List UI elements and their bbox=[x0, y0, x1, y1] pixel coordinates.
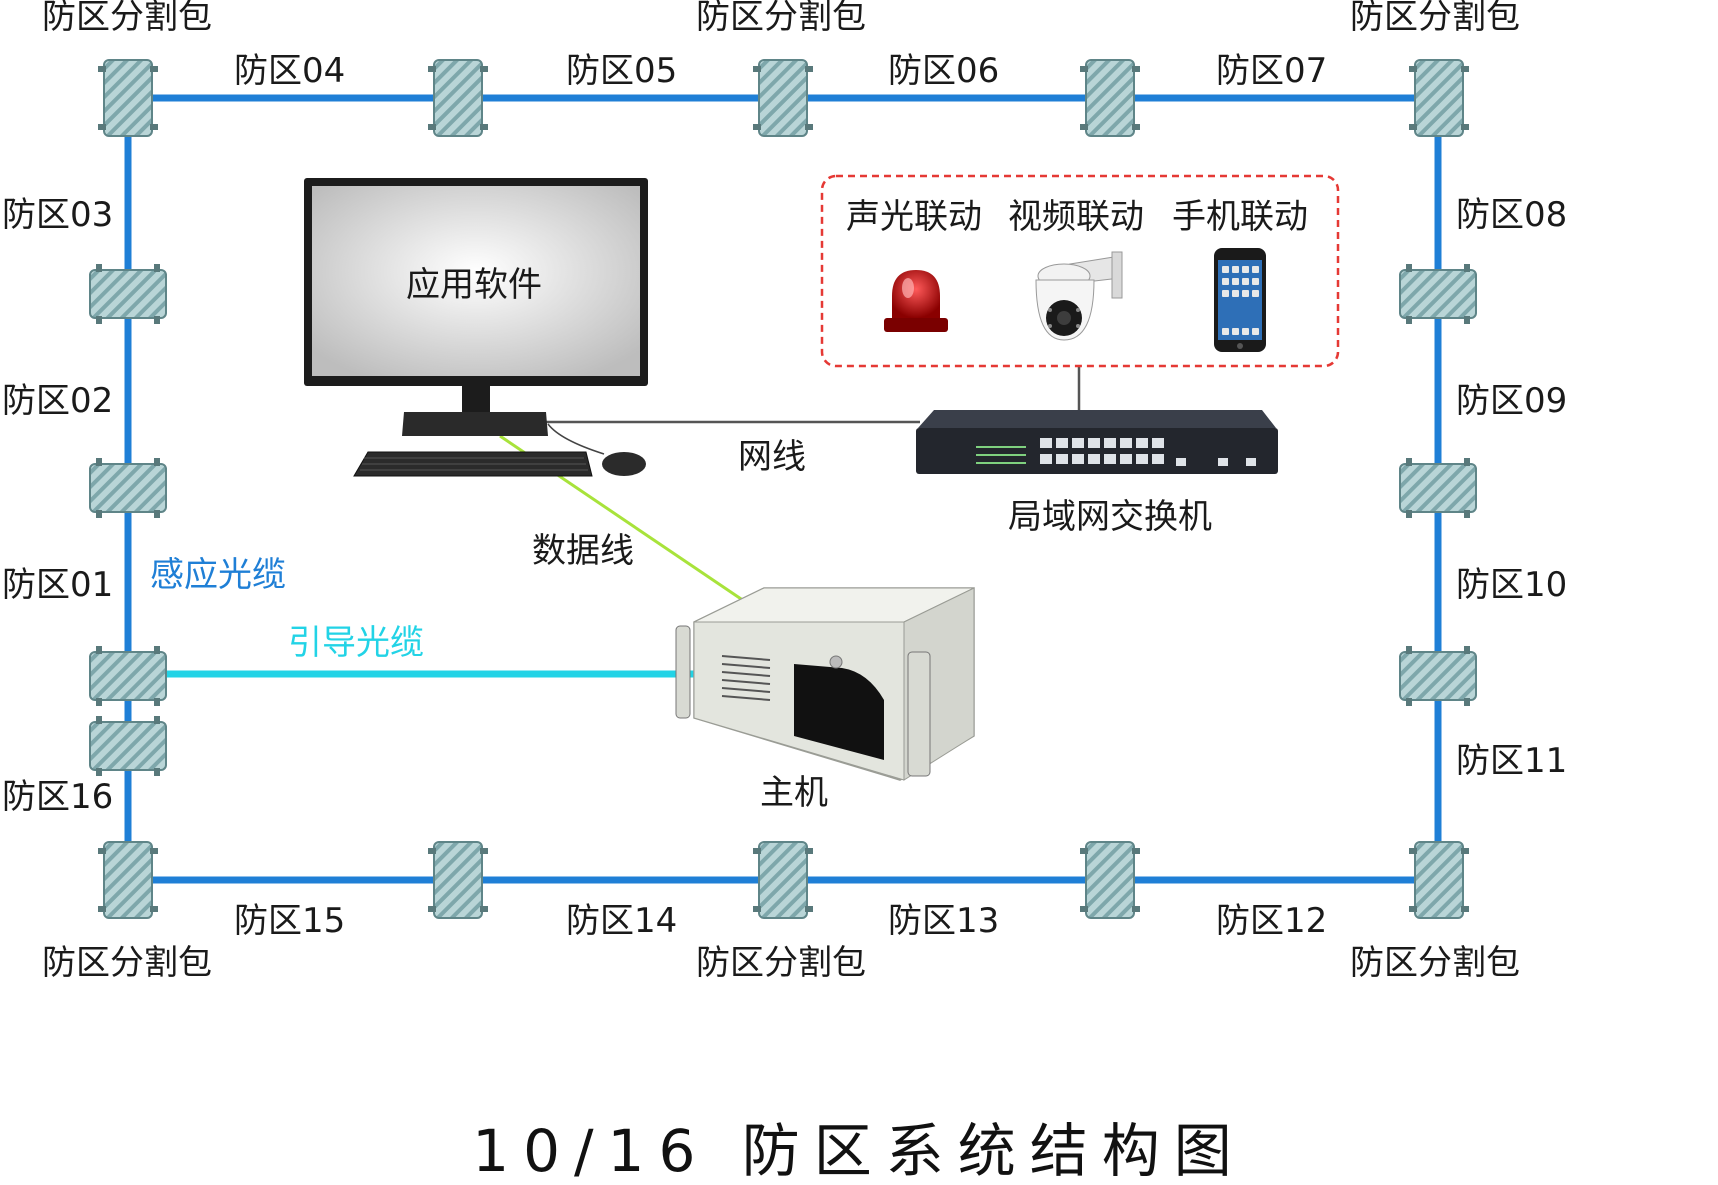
sensor-box bbox=[428, 841, 488, 919]
zone-label-03: 防区03 bbox=[2, 195, 114, 235]
monitor bbox=[304, 178, 648, 436]
splitter-label-top-left: 防区分割包 bbox=[42, 0, 212, 37]
splitter-label-top-center: 防区分割包 bbox=[696, 0, 866, 37]
zone-label-12: 防区12 bbox=[1216, 901, 1328, 941]
sensor-box bbox=[89, 264, 167, 324]
dome-camera-icon bbox=[1035, 251, 1123, 341]
splitter-label-bottom-right: 防区分割包 bbox=[1350, 943, 1520, 983]
network-line-label: 网线 bbox=[738, 437, 806, 477]
zone-label-15: 防区15 bbox=[234, 901, 346, 941]
zone-label-02: 防区02 bbox=[2, 381, 114, 421]
sensor-box bbox=[1399, 646, 1477, 706]
switch-label: 局域网交换机 bbox=[1008, 497, 1212, 537]
sensor-box bbox=[1399, 264, 1477, 324]
siren-icon bbox=[884, 270, 948, 332]
splitter-label-top-right: 防区分割包 bbox=[1350, 0, 1520, 37]
sensor-box bbox=[1399, 458, 1477, 518]
monitor-screen bbox=[312, 186, 640, 376]
sensor-box bbox=[89, 716, 167, 776]
zone-label-10: 防区10 bbox=[1456, 565, 1568, 605]
splitter-box-top-right bbox=[1409, 59, 1469, 137]
mouse-icon bbox=[602, 452, 646, 476]
lead-fiber-label: 引导光缆 bbox=[288, 623, 424, 663]
splitter-label-bottom-center: 防区分割包 bbox=[696, 943, 866, 983]
mouse-cable bbox=[547, 423, 605, 455]
splitter-box-bottom-left bbox=[98, 841, 158, 919]
sensor-box bbox=[89, 458, 167, 518]
sensor-box bbox=[1080, 841, 1140, 919]
zone-label-05: 防区05 bbox=[566, 51, 678, 91]
sensor-box bbox=[1080, 59, 1140, 137]
zone-label-08: 防区08 bbox=[1456, 195, 1568, 235]
splitter-box-bottom-center bbox=[753, 841, 813, 919]
network-line bbox=[540, 366, 1081, 424]
splitter-box-bottom-right bbox=[1409, 841, 1469, 919]
sensor-box bbox=[89, 646, 167, 706]
zone-label-06: 防区06 bbox=[888, 51, 1000, 91]
zone-label-16: 防区16 bbox=[2, 777, 114, 817]
phone-linkage-label: 手机联动 bbox=[1172, 197, 1308, 237]
sound-light-linkage-label: 声光联动 bbox=[846, 197, 982, 237]
diagram-title: 10/16 防区系统结构图 bbox=[472, 1117, 1246, 1185]
smartphone-icon bbox=[1214, 248, 1266, 352]
host-label: 主机 bbox=[760, 773, 828, 813]
zone-label-11: 防区11 bbox=[1456, 741, 1568, 781]
sensor-box bbox=[428, 59, 488, 137]
zone-label-04: 防区04 bbox=[234, 51, 346, 91]
host-computer bbox=[675, 587, 975, 781]
zone-label-07: 防区07 bbox=[1216, 51, 1328, 91]
keyboard-icon bbox=[353, 451, 593, 477]
monitor-screen-label: 应用软件 bbox=[406, 265, 542, 305]
linkage-group bbox=[820, 174, 1340, 368]
zone-label-14: 防区14 bbox=[566, 901, 678, 941]
zone-label-13: 防区13 bbox=[888, 901, 1000, 941]
splitter-box-top-center bbox=[753, 59, 813, 137]
network-switch bbox=[916, 410, 1278, 474]
zone-label-01: 防区01 bbox=[2, 565, 114, 605]
splitter-box-top-left bbox=[98, 59, 158, 137]
sensing-fiber-label: 感应光缆 bbox=[150, 555, 286, 595]
data-line-label: 数据线 bbox=[532, 531, 634, 571]
splitter-label-bottom-left: 防区分割包 bbox=[42, 943, 212, 983]
zone-label-09: 防区09 bbox=[1456, 381, 1568, 421]
video-linkage-label: 视频联动 bbox=[1008, 197, 1144, 237]
